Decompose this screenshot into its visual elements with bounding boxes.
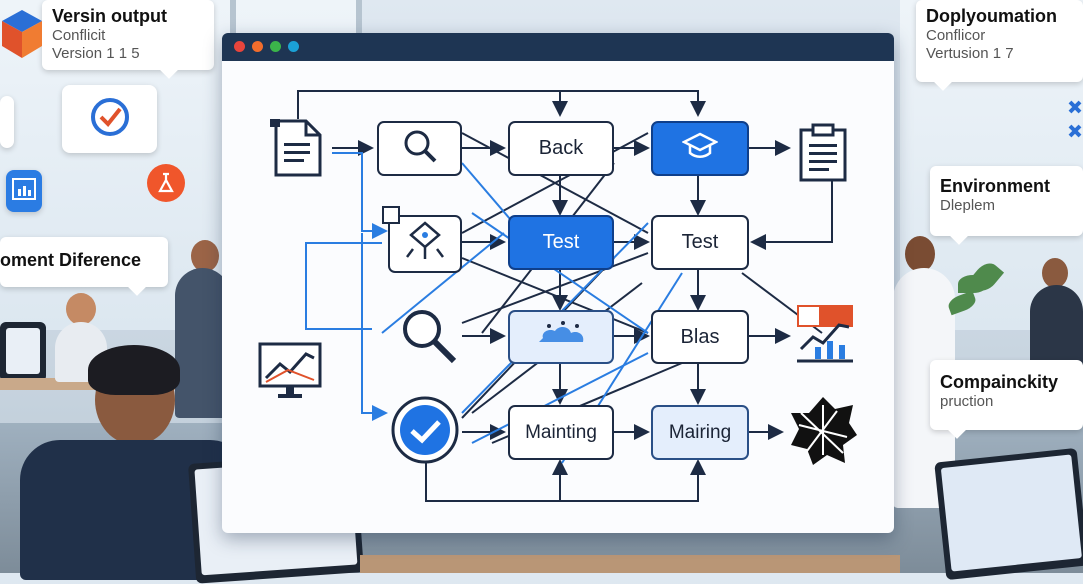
node-label: Mainting [525, 421, 597, 443]
callout-deployumation: Doplyoumation Conflicor Vertusion 1 7 [916, 0, 1083, 91]
callout-version-output: Versin output Conflicit Version 1 1 5 [42, 0, 214, 79]
callout-title: Versin output [52, 6, 168, 26]
tile-edge [0, 96, 14, 148]
window-dot-extra[interactable] [288, 41, 299, 52]
cube-icon [0, 8, 44, 65]
hierarchy-node[interactable] [388, 215, 462, 273]
clipboard-icon[interactable] [795, 122, 851, 187]
cloud-node[interactable] [508, 310, 614, 364]
callout-title: Environment [940, 176, 1051, 196]
node-label: Blas [680, 325, 720, 348]
node-test-blue[interactable]: Test [508, 215, 614, 270]
node-mainting-right[interactable]: Mairing [651, 405, 749, 460]
callout-title: Doplyoumation [926, 6, 1057, 26]
callout-line: Conflicit [52, 27, 106, 44]
search-icon [400, 126, 440, 172]
line-chart-icon[interactable] [258, 340, 322, 407]
board-title-bar [222, 33, 894, 61]
callout-line: Dleplem [940, 197, 996, 214]
person-standing-body [175, 268, 230, 418]
node-label: Test [681, 231, 719, 253]
laptop-right [934, 447, 1083, 581]
callout-title: oment Diference [0, 250, 142, 270]
shield-check-icon [90, 97, 130, 142]
person-woman-head [66, 293, 96, 325]
search-node[interactable] [377, 121, 462, 176]
flask-icon[interactable] [147, 164, 185, 202]
node-test-white[interactable]: Test [651, 215, 749, 270]
chart-tile[interactable] [6, 170, 42, 212]
chart-tile-icon [12, 177, 36, 205]
person-far-right-head [1042, 258, 1068, 288]
person-standing-head [191, 240, 219, 272]
diagram-board: Back Test Test Blas Mainting Mairing [222, 33, 894, 533]
check-circle-icon[interactable] [390, 395, 460, 470]
document-icon[interactable] [266, 117, 328, 184]
callout-line: Vertusion 1 7 [926, 45, 1014, 62]
node-label: Test [542, 231, 580, 253]
network-icon [1066, 98, 1083, 147]
hierarchy-corner [382, 206, 400, 224]
node-mainting-left[interactable]: Mainting [508, 405, 614, 460]
callout-environment: Environment Dleplem [930, 166, 1083, 245]
callout-line: pruction [940, 393, 994, 410]
person-foreground-hair [88, 345, 180, 395]
hierarchy-icon [401, 219, 449, 269]
monitor-left-far [0, 322, 46, 382]
graduation-node[interactable] [651, 121, 749, 176]
callout-line: Conflicor [926, 27, 986, 44]
shield-check-tile[interactable] [62, 85, 157, 153]
shattered-icon[interactable] [787, 395, 859, 472]
callout-compainckity: Compainckity pruction [930, 360, 1083, 439]
window-dot-maximize[interactable] [270, 41, 281, 52]
desk-front [360, 555, 900, 573]
graduation-cap-icon [681, 131, 719, 167]
node-label: Back [538, 137, 584, 159]
node-label: Mairing [668, 421, 732, 443]
node-blas[interactable]: Blas [651, 310, 749, 364]
window-dot-close[interactable] [234, 41, 245, 52]
callout-component-difference: oment Diference [0, 237, 168, 296]
search-icon[interactable] [398, 305, 462, 374]
window-dot-minimize[interactable] [252, 41, 263, 52]
cloud-icon [533, 320, 589, 354]
callout-line: Version 1 1 5 [52, 45, 140, 62]
callout-title: Compainckity [940, 372, 1059, 392]
person-right-head [905, 236, 935, 272]
node-back[interactable]: Back [508, 121, 614, 176]
bar-chart-icon[interactable] [795, 303, 855, 368]
